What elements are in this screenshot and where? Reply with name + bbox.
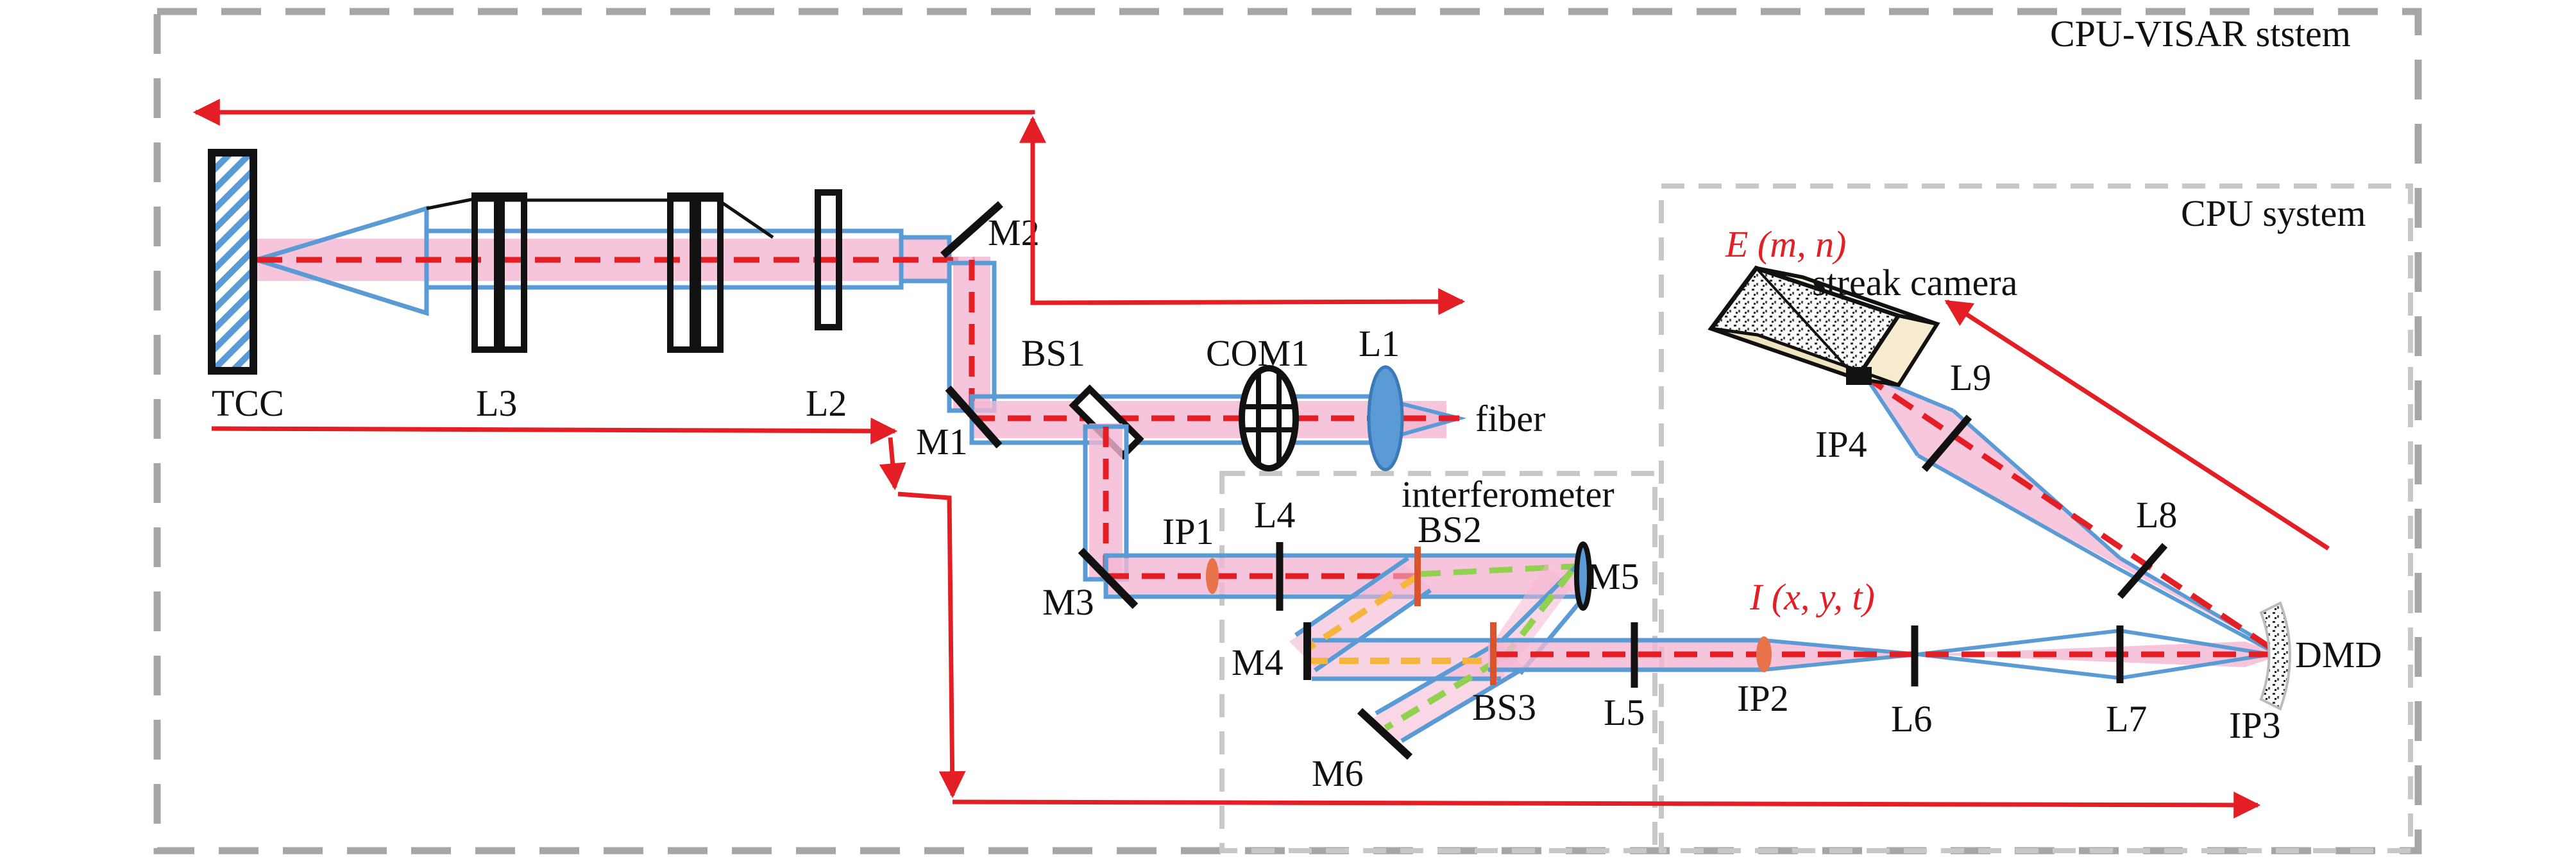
mirror-m2 bbox=[940, 201, 1003, 259]
ip3-label: IP3 bbox=[2229, 704, 2281, 746]
fiber-label: fiber bbox=[1475, 398, 1546, 439]
tcc-target bbox=[208, 149, 257, 375]
m4-label: M4 bbox=[1232, 642, 1284, 683]
arrow-down-1 bbox=[879, 437, 906, 491]
flow-arrows bbox=[192, 99, 2330, 819]
mirror-m1 bbox=[945, 386, 1003, 448]
l8-label: L8 bbox=[2136, 494, 2177, 536]
l6-label: L6 bbox=[1891, 698, 1932, 740]
arrow-tcc-to-m1 bbox=[211, 417, 898, 445]
m3-label: M3 bbox=[1042, 581, 1094, 623]
bs1-label: BS1 bbox=[1021, 332, 1085, 374]
l3-label: L3 bbox=[476, 382, 517, 424]
arrow-to-bottom bbox=[897, 491, 966, 799]
l1-label: L1 bbox=[1359, 323, 1400, 364]
inner-box-title: CPU system bbox=[2181, 192, 2366, 234]
l9-label: L9 bbox=[1950, 357, 1991, 398]
com1-label: COM1 bbox=[1206, 332, 1309, 374]
lens-l8 bbox=[2117, 543, 2168, 599]
image-plane-ip2 bbox=[1756, 636, 1772, 672]
l2-label: L2 bbox=[806, 382, 847, 424]
beam-bs3-to-dmd bbox=[1488, 629, 2284, 680]
bs2-label: BS2 bbox=[1418, 509, 1482, 550]
arrow-bottom-right bbox=[952, 791, 2261, 819]
lens-l2 bbox=[815, 189, 842, 330]
m6-label: M6 bbox=[1312, 753, 1364, 794]
cpu-system-box bbox=[1659, 183, 2413, 853]
lens-l9 bbox=[1921, 414, 1972, 472]
arrow-dmd-to-camera bbox=[1944, 300, 2330, 550]
interferometer-title: interferometer bbox=[1402, 473, 1614, 515]
vertical-beam-m2-m1 bbox=[947, 257, 997, 414]
beam-m3-to-m5 bbox=[1103, 553, 1585, 599]
mirror-m3 bbox=[1078, 547, 1139, 609]
ip2-label: IP2 bbox=[1737, 677, 1789, 719]
dmd-label: DMD bbox=[2295, 634, 2382, 676]
compensator-com1 bbox=[1239, 365, 1299, 472]
arrow-top-to-left bbox=[192, 99, 1035, 126]
l4-label: L4 bbox=[1254, 494, 1295, 536]
lens-l1 bbox=[1367, 365, 1404, 472]
e-mn-label: E (m, n) bbox=[1725, 223, 1846, 265]
i-xyt-label: I (x, y, t) bbox=[1749, 576, 1875, 618]
l5-label: L5 bbox=[1604, 692, 1645, 733]
image-plane-ip1 bbox=[1206, 558, 1219, 594]
ip4-label: IP4 bbox=[1815, 423, 1867, 465]
cpu-visar-system-box bbox=[153, 8, 2422, 855]
m1-label: M1 bbox=[916, 421, 968, 463]
streak-camera-label: streak camera bbox=[1812, 262, 2017, 303]
lens-l3 bbox=[426, 192, 774, 353]
interferometer-box bbox=[1219, 471, 1657, 853]
tcc-label: TCC bbox=[212, 382, 284, 424]
beam-dmd-to-camera bbox=[1861, 371, 2285, 658]
main-beam bbox=[249, 205, 975, 316]
mirror-m5 bbox=[1574, 541, 1592, 611]
dmd-device bbox=[2259, 601, 2291, 711]
vertical-beam-bs1-m3 bbox=[1083, 423, 1129, 582]
m5-label: M5 bbox=[1588, 556, 1640, 597]
mirror-m6 bbox=[1357, 708, 1413, 760]
outer-box-title: CPU-VISAR ststem bbox=[2050, 13, 2351, 55]
arrow-return-right bbox=[1019, 115, 1466, 316]
l7-label: L7 bbox=[2106, 698, 2147, 740]
ip1-label: IP1 bbox=[1162, 511, 1214, 552]
streak-camera bbox=[1707, 265, 1940, 387]
bs3-label: BS3 bbox=[1472, 686, 1536, 728]
